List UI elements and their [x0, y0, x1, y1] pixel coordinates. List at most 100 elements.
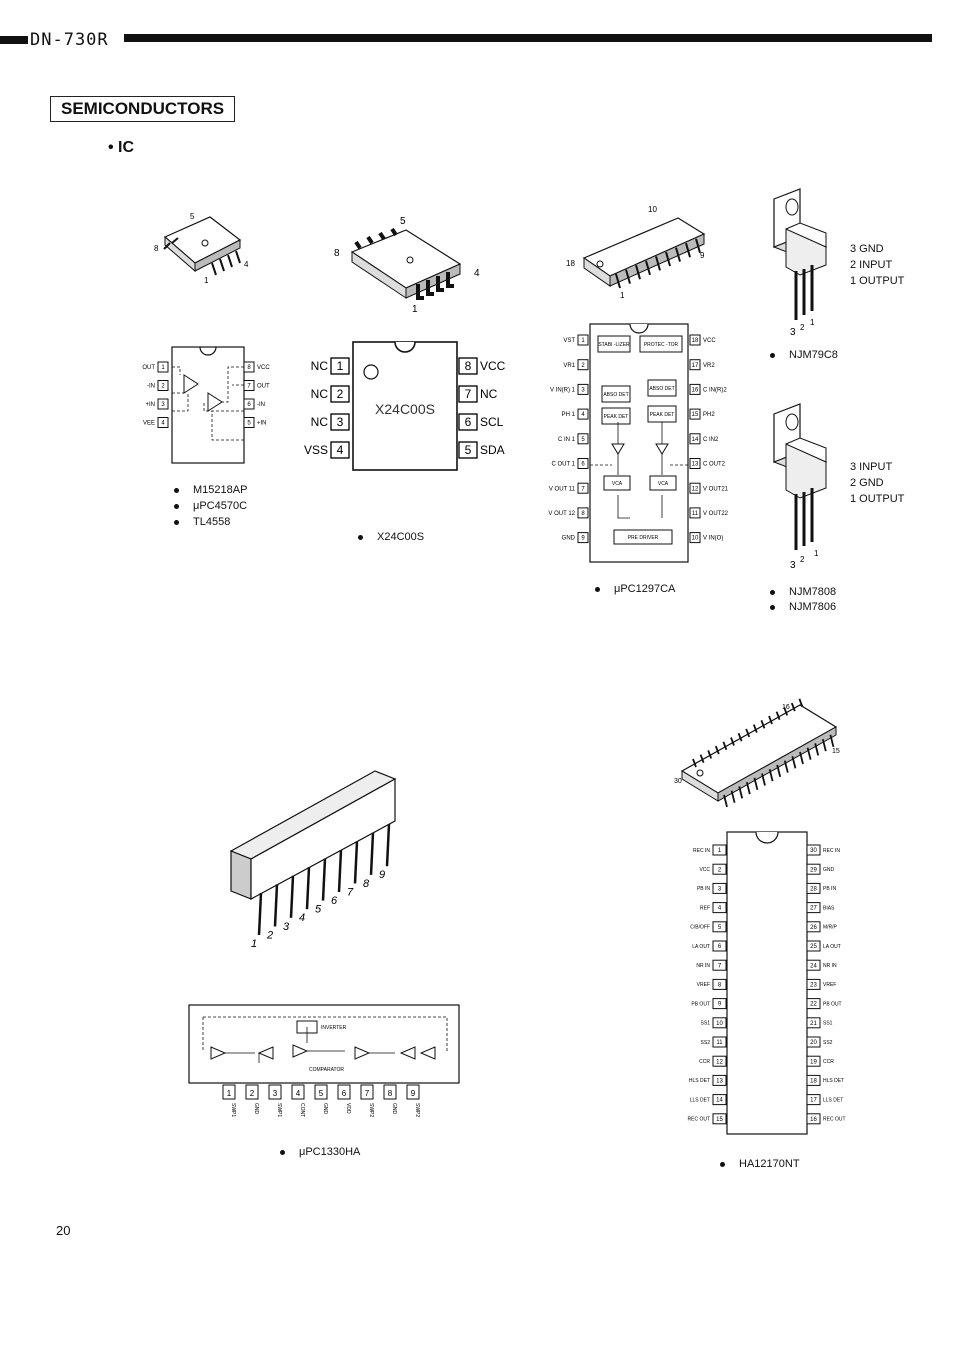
chip-e-num-right: 18	[810, 1079, 817, 1085]
reg-2-pin-label-3: 1 OUTPUT	[850, 493, 905, 505]
chip-c-pin-bottom: 1	[620, 291, 625, 300]
chip-b-pin-label-left: NC	[311, 415, 329, 429]
chip-b-pin-bottom: 1	[412, 304, 418, 315]
chip-d-pin-label: SWP1	[276, 1103, 282, 1117]
chip-c-num-right: 14	[692, 437, 699, 443]
chip-d-pin-label: VDD	[345, 1103, 351, 1114]
chip-b-num-right: 6	[465, 415, 472, 429]
chip-e-num-right: 21	[810, 1021, 817, 1027]
chip-a-package-drawing: 5 8 4 1	[154, 212, 249, 285]
chip-c-pin-label-right: V IN(O)	[703, 536, 723, 542]
chip-c-num-right: 17	[692, 363, 699, 369]
chip-a-num-left: 3	[161, 402, 165, 408]
header-bar-left	[0, 36, 28, 44]
chip-c-num-left: 6	[581, 462, 585, 468]
chip-d-pkg-pin-num: 1	[251, 938, 257, 950]
chip-b-num-left: 1	[337, 359, 344, 373]
chip-a-num-right: 7	[247, 384, 251, 390]
chip-e-num-left: 15	[716, 1117, 723, 1123]
chip-c-pin-label-left: V OUT 12	[548, 511, 575, 517]
chip-d-pin-num: 2	[250, 1089, 255, 1098]
chip-b-num-right: 5	[465, 443, 472, 457]
reg-2-pin-2: 2	[800, 555, 805, 564]
chip-e-num-left: 6	[718, 944, 722, 950]
chip-e-num-left: 8	[718, 983, 722, 989]
chip-e-pin-label-left: LA OUT	[692, 944, 710, 950]
chip-b-num-left: 2	[337, 387, 344, 401]
chip-c-num-right: 15	[692, 412, 699, 418]
chip-e-num-left: 12	[716, 1059, 723, 1065]
chip-b-pin-top: 5	[400, 216, 406, 227]
chip-a-num-right: 5	[247, 421, 251, 427]
chip-c-pin-label-left: C IN 1	[558, 437, 576, 443]
reg-2-pin-3: 3	[790, 560, 796, 571]
chip-a-pin-top: 5	[190, 212, 195, 221]
chip-e-num-right: 28	[810, 887, 817, 893]
chip-e-package-drawing: 16 30 15	[674, 698, 840, 808]
reg-1-pin-2: 2	[800, 323, 805, 332]
chip-c-pin-label-right: V OUT22	[703, 511, 729, 517]
chip-a-pin-bottom: 1	[204, 276, 209, 285]
chip-c-pin-label-right: VR2	[703, 363, 715, 369]
chip-e-num-left: 5	[718, 925, 722, 931]
chip-d-pin-num: 8	[388, 1089, 393, 1098]
chip-a-part-2: μPC4570C	[174, 498, 247, 514]
chip-c-num-left: 3	[581, 388, 585, 394]
chip-c-pin-label-right: C IN2	[703, 437, 719, 443]
chip-e-pin-label-right: REC IN	[823, 848, 840, 854]
reg-1-pin-3: 3	[790, 327, 796, 338]
chip-d-pin-num: 7	[365, 1089, 370, 1098]
chip-d-pin-num: 1	[227, 1089, 232, 1098]
chip-b-num-left: 3	[337, 415, 344, 429]
chip-b-num-left: 4	[337, 443, 344, 457]
chip-e-num-left: 4	[718, 906, 722, 912]
chip-c-pin-label-right: C OUT2	[703, 462, 726, 468]
chip-d-pin-num: 9	[411, 1089, 416, 1098]
chip-b-num-right: 8	[465, 359, 472, 373]
chip-c-num-right: 10	[692, 536, 699, 542]
reg-1-pin-label-2: 2 INPUT	[850, 259, 893, 271]
chip-e-num-right: 17	[810, 1098, 817, 1104]
chip-c-pin-label-right: VCC	[703, 338, 716, 344]
chip-b-pin-right: 4	[474, 268, 480, 279]
chip-e-pin-label-left: SS1	[701, 1021, 711, 1027]
chip-d-pkg-pin-num: 9	[379, 869, 385, 881]
chip-d-pkg-pin-num: 8	[363, 878, 370, 890]
chip-e-pin-label-left: NR IN	[696, 963, 710, 969]
reg-2-package-drawing: 3 2 1	[772, 403, 828, 571]
chip-e-num-left: 3	[718, 887, 722, 893]
reg-1-pin-label-1: 3 GND	[850, 243, 884, 255]
chip-e-pin-label-right: PB OUT	[823, 1001, 842, 1007]
chip-d-pkg-pin-num: 7	[347, 886, 354, 898]
chip-e-num-right: 30	[810, 848, 817, 854]
chip-c-pin-label-left: PH 1	[562, 412, 576, 418]
chip-c-pin-left: 18	[566, 259, 575, 268]
chip-c-num-left: 1	[581, 338, 585, 344]
chip-c-block: STABI -LIZER	[598, 342, 630, 348]
chip-e-pin-label-right: VREF	[823, 982, 836, 988]
chip-b-pin-label-left: NC	[311, 387, 329, 401]
chip-c-pin-label-right: PH2	[703, 412, 715, 418]
chip-e-num-right: 29	[810, 867, 817, 873]
chip-e-pin-label-left: REF	[700, 905, 710, 911]
chip-c-num-right: 18	[692, 338, 699, 344]
chip-a-part-3: TL4558	[174, 514, 230, 530]
chip-e-pin-label-right: HLS DET	[823, 1078, 844, 1084]
chip-e-pin-label-left: SS2	[701, 1040, 711, 1046]
chip-e-pin-label-left: REC OUT	[688, 1117, 711, 1123]
reg-1-package-drawing: 3 2 1	[772, 188, 828, 338]
section-title: SEMICONDUCTORS	[50, 96, 236, 122]
reg-2-pin-label-2: 2 GND	[850, 477, 884, 489]
chip-c-num-left: 2	[581, 363, 585, 369]
chip-c-block: PRE DRIVER	[628, 535, 659, 541]
chip-c-pin-right: 9	[700, 251, 705, 260]
chip-a-num-right: 6	[247, 402, 251, 408]
chip-e-pin-label-right: SS2	[823, 1040, 833, 1046]
chip-a-pin-left: 8	[154, 244, 159, 253]
chip-d-pin-num: 6	[342, 1089, 347, 1098]
chip-e-pin-label-right: LLS DET	[823, 1097, 843, 1103]
